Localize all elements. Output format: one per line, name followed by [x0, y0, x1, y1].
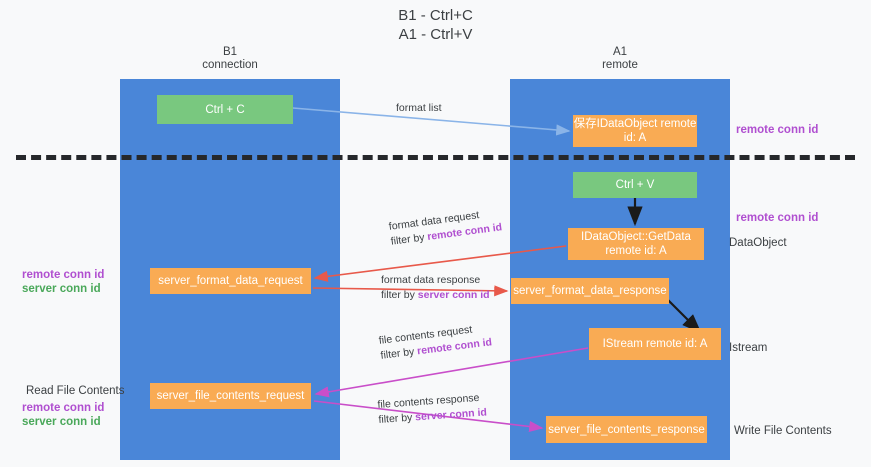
box-ctrl-c[interactable]: Ctrl + C: [157, 95, 293, 124]
box-server-format-data-response[interactable]: server_format_data_response: [511, 278, 669, 304]
label-remote-conn-id-left-bottom: remote conn id: [22, 402, 105, 414]
flow-label-file-contents-response: file contents response filter by server …: [377, 390, 487, 427]
label-server-conn-id-left-bottom: server conn id: [22, 416, 101, 428]
flow-label-format-data-response-filter: filter by server conn id: [381, 288, 490, 303]
filter-key-server-conn-id: server conn id: [417, 289, 490, 301]
phase-divider: [16, 155, 855, 160]
box-server-format-data-request[interactable]: server_format_data_request: [150, 268, 311, 294]
lane-header-b1: B1 connection: [202, 46, 258, 71]
flow-label-format-data-request: format data request filter by remote con…: [388, 205, 503, 249]
box-istream[interactable]: IStream remote id: A: [589, 328, 721, 360]
page-title: B1 - Ctrl+C A1 - Ctrl+V: [398, 7, 473, 43]
label-dataobject: DataObject: [729, 237, 787, 249]
filter-prefix: filter by: [381, 289, 418, 301]
flow-label-file-contents-request: file contents request filter by remote c…: [378, 320, 493, 363]
flow-label-format-data-response: format data response filter by server co…: [381, 273, 490, 303]
label-remote-conn-id-top: remote conn id: [736, 124, 819, 136]
label-group-conn-ids-mid: remote conn id server conn id: [22, 268, 104, 296]
filter-key-server-conn-id: server conn id: [414, 406, 488, 424]
label-write-file-contents: Write File Contents: [734, 425, 832, 437]
label-read-file-contents: Read File Contents: [26, 385, 125, 397]
filter-prefix: filter by: [378, 411, 416, 426]
lane-header-a1: A1 remote: [602, 46, 638, 71]
box-server-file-contents-request[interactable]: server_file_contents_request: [150, 383, 311, 409]
flow-label-format-list-text: format list: [396, 102, 442, 114]
box-ctrl-v[interactable]: Ctrl + V: [573, 172, 697, 198]
box-idataobject-getdata[interactable]: IDataObject::GetData remote id: A: [568, 228, 704, 260]
filter-prefix: filter by: [390, 231, 429, 248]
flow-label-format-data-response-text: format data response: [381, 274, 481, 286]
label-server-conn-id-left-mid: server conn id: [22, 283, 101, 295]
filter-prefix: filter by: [379, 345, 418, 362]
box-save-idataobject[interactable]: 保存IDataObject remote id: A: [573, 115, 697, 147]
label-remote-conn-id-mid: remote conn id: [736, 212, 819, 224]
label-remote-conn-id-left-mid: remote conn id: [22, 269, 105, 281]
label-group-conn-ids-bottom: remote conn id server conn id: [22, 401, 104, 429]
flow-label-format-list: format list: [396, 101, 442, 116]
box-server-file-contents-response[interactable]: server_file_contents_response: [546, 416, 707, 443]
label-istream: Istream: [729, 342, 768, 354]
